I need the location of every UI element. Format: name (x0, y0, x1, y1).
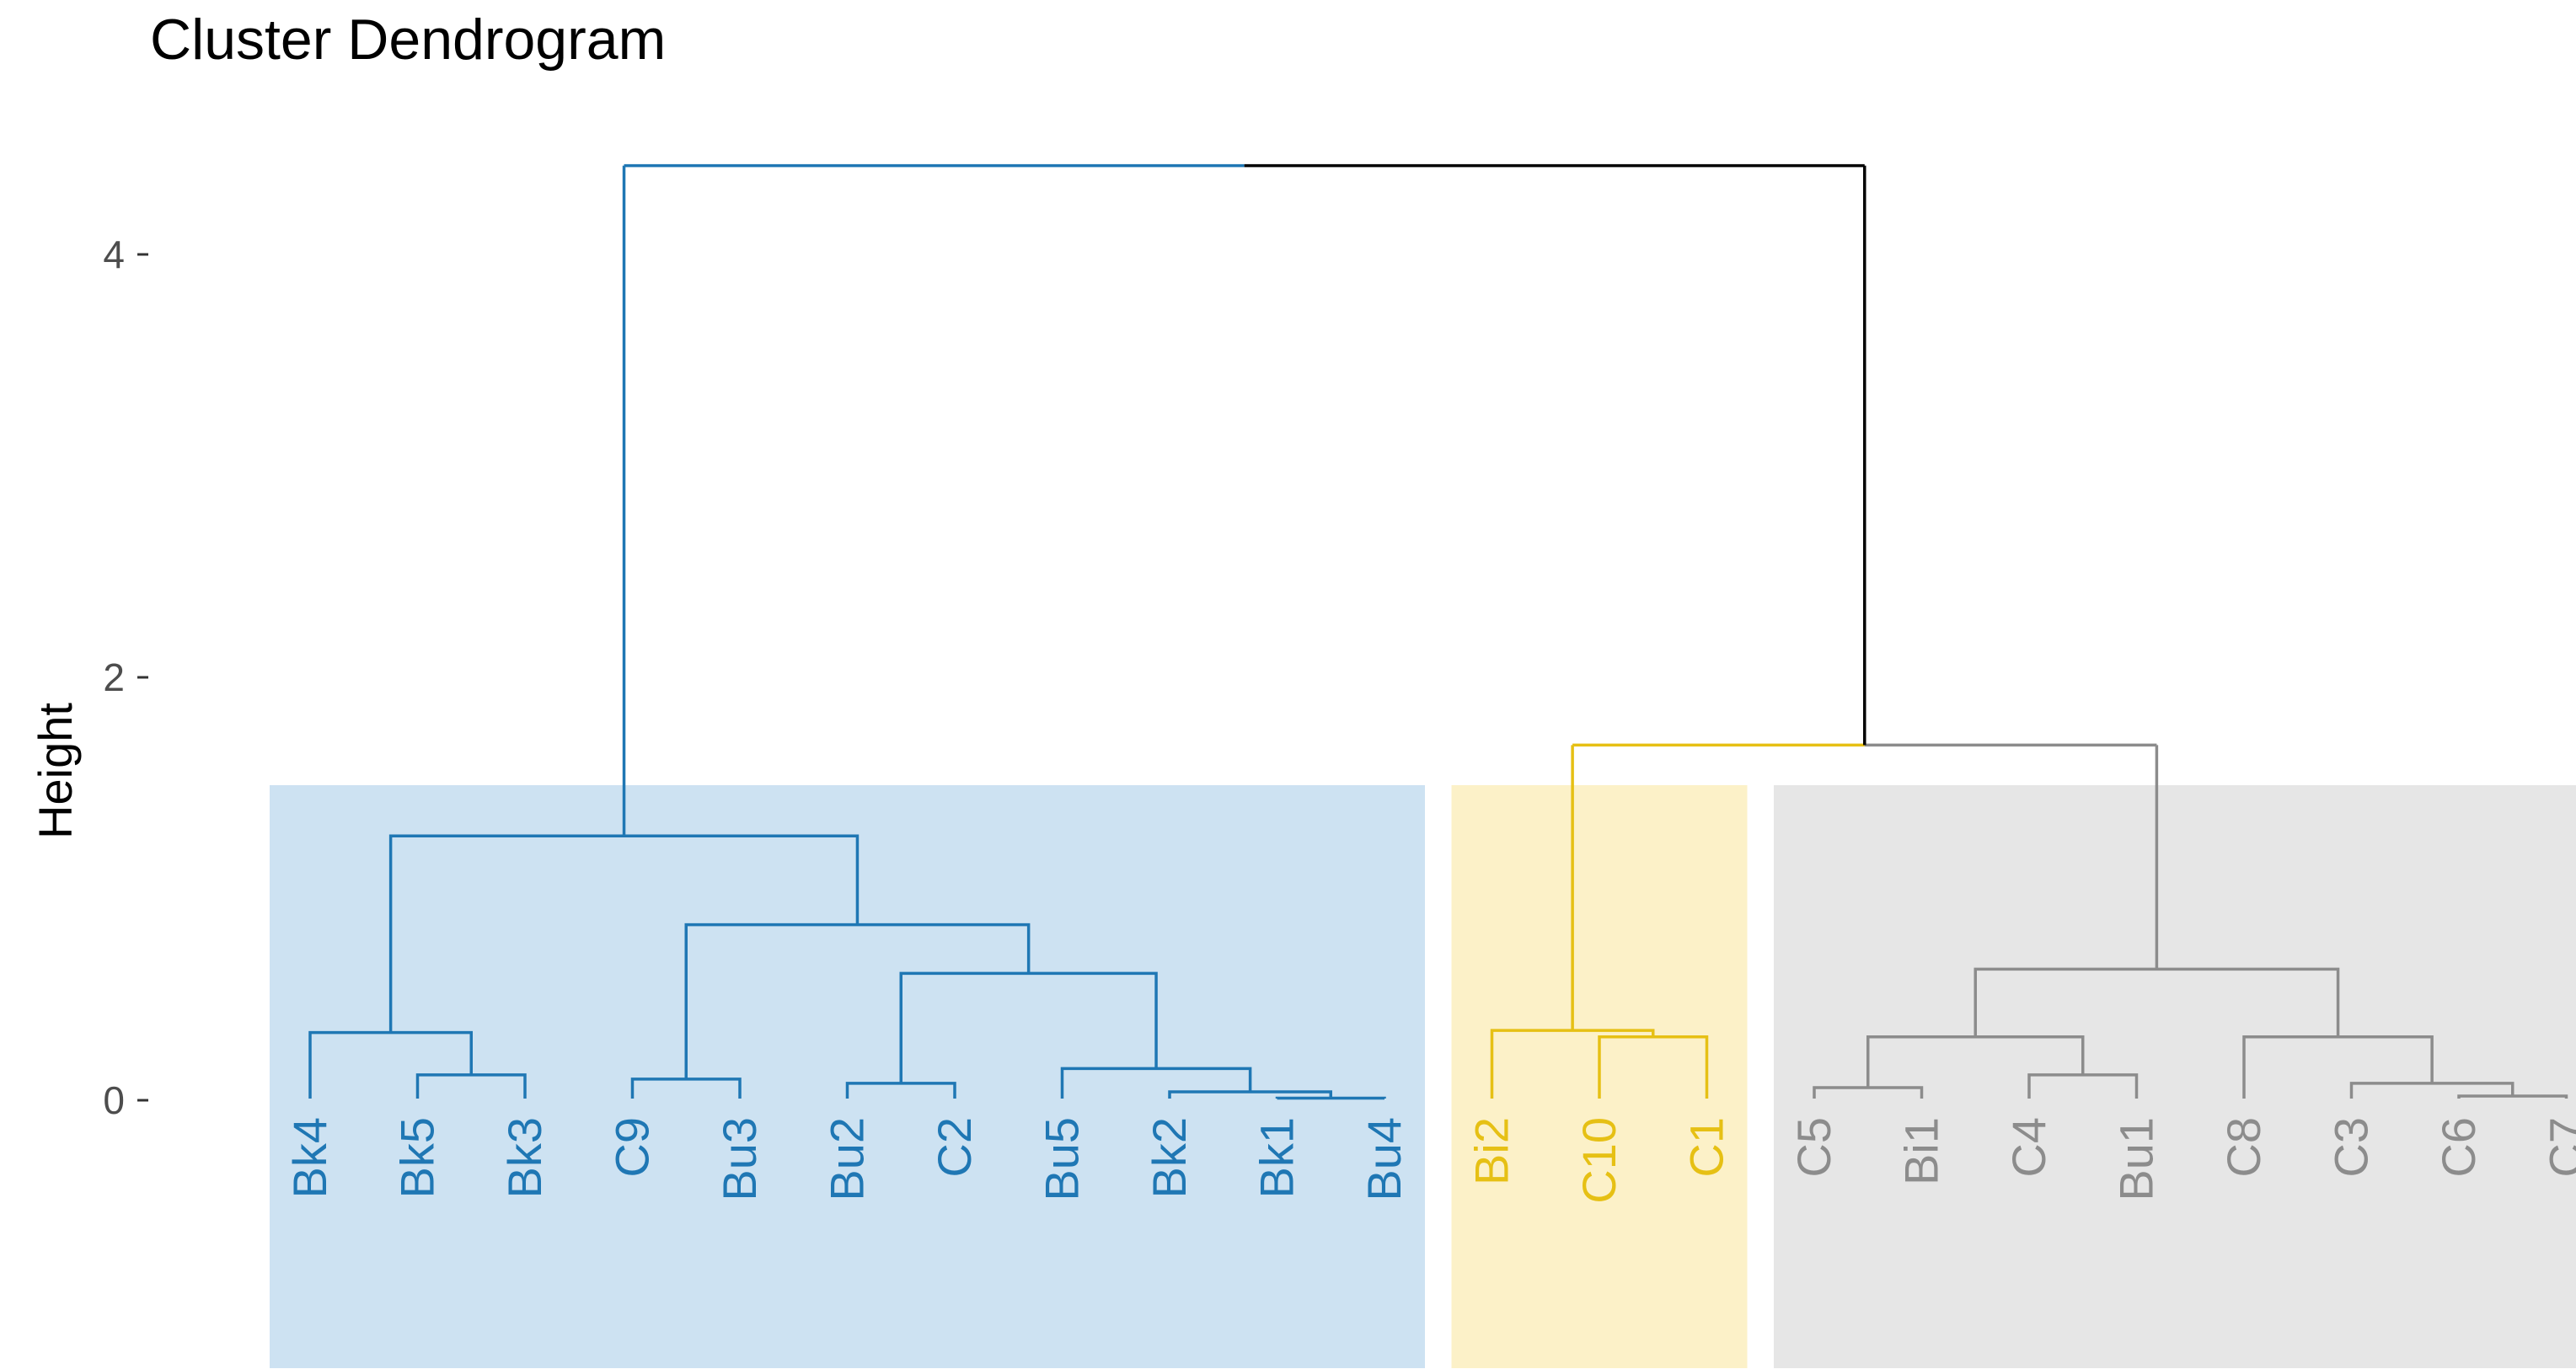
chart-title: Cluster Dendrogram (150, 8, 666, 72)
leaf-label: C10 (1572, 1117, 1625, 1204)
leaf-label: Bk4 (283, 1117, 336, 1199)
y-axis: 0 2 4 (103, 233, 148, 1122)
leaf-label: C4 (2002, 1117, 2055, 1178)
leaf-label: Bu2 (821, 1117, 874, 1201)
cluster-box-3 (1774, 785, 2576, 1368)
leaf-label: Bk5 (391, 1117, 444, 1199)
leaf-label: C9 (606, 1117, 659, 1178)
y-tick-label: 4 (103, 233, 125, 276)
branch-merge-4 (1275, 1096, 1386, 1100)
leaf-label: C7 (2540, 1117, 2576, 1178)
leaf-label: Bu5 (1036, 1117, 1089, 1201)
leaf-label: Bk2 (1143, 1117, 1196, 1199)
leaf-label: Bi2 (1465, 1117, 1518, 1185)
leaf-label: Bi1 (1895, 1117, 1948, 1185)
leaf-label: Bk1 (1251, 1117, 1304, 1199)
y-tick-label: 2 (103, 655, 125, 699)
leaf-label: Bu3 (713, 1117, 766, 1201)
cluster-boxes (270, 785, 2576, 1368)
leaf-label: C8 (2217, 1117, 2270, 1178)
leaf-label: C6 (2432, 1117, 2485, 1178)
leaf-label: C5 (1787, 1117, 1840, 1178)
dendrogram-branches (308, 163, 2568, 1100)
cluster-box-1 (270, 785, 1425, 1368)
leaf-labels: Bk4 Bk5 Bk3 C9 Bu3 Bu2 C2 Bu5 Bk2 Bk1 Bu4 Bi2 C10 C1 C… (283, 1117, 2576, 1204)
leaf-label: Bu1 (2110, 1117, 2163, 1201)
y-tick-label: 0 (103, 1078, 125, 1122)
y-axis-title: Height (29, 703, 82, 839)
leaf-label: Bu4 (1358, 1117, 1411, 1201)
leaf-label: C1 (1680, 1117, 1733, 1178)
leaf-label: Bk3 (498, 1117, 551, 1199)
leaf-label: C2 (928, 1117, 981, 1178)
leaf-label: C3 (2325, 1117, 2378, 1178)
